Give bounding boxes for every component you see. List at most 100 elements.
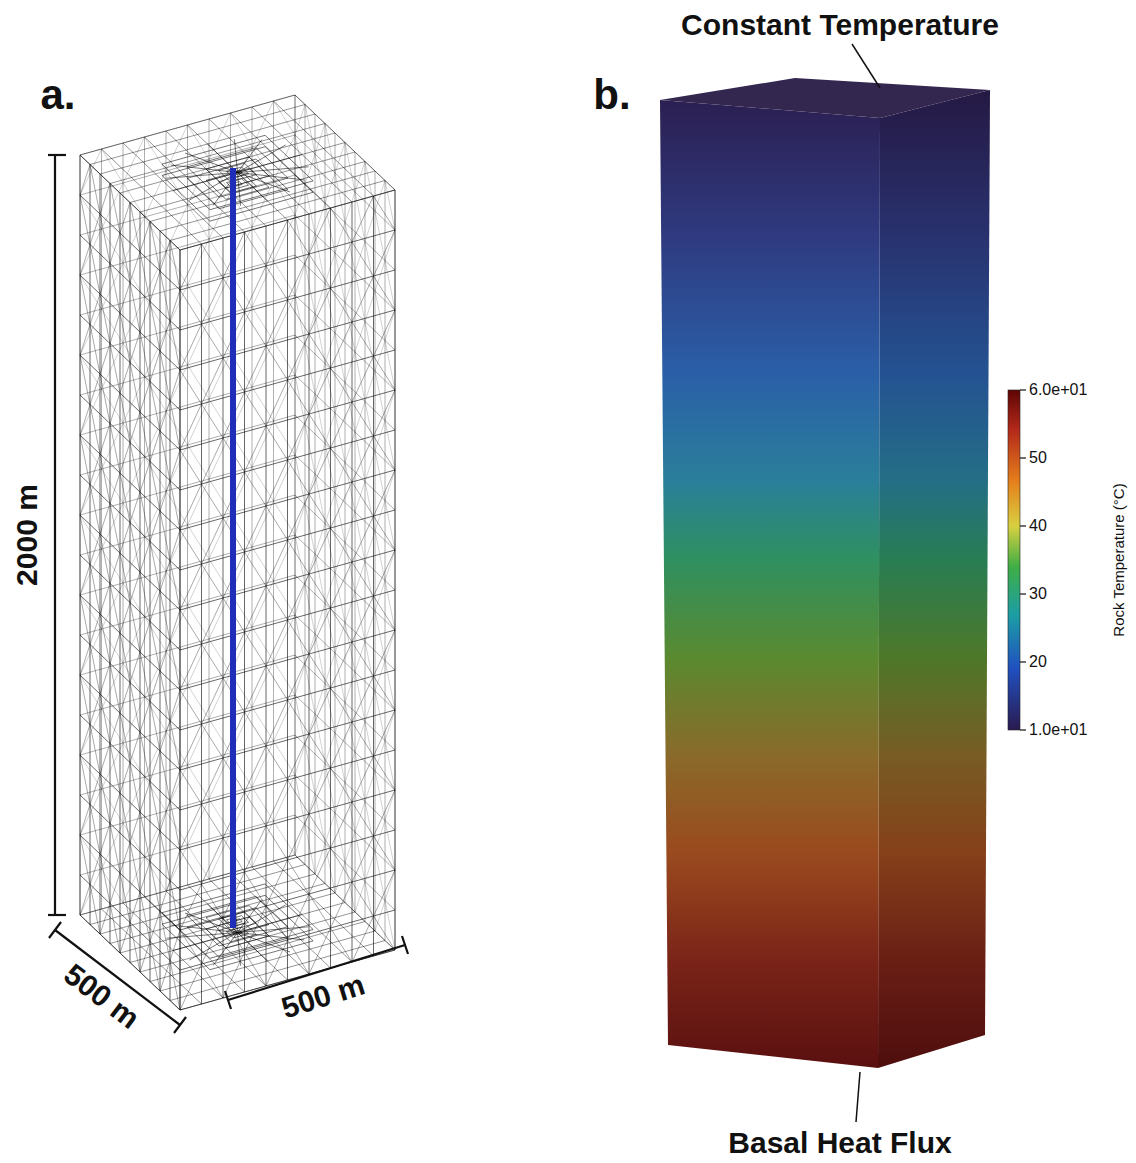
mesh-line: [80, 389, 102, 435]
mesh-line: [80, 725, 90, 756]
mesh-line: [266, 620, 288, 666]
mesh-line: [145, 697, 167, 731]
mesh-line: [266, 300, 288, 346]
mesh-line: [274, 261, 296, 295]
mesh-line: [252, 707, 274, 741]
mesh-line: [202, 358, 224, 404]
mesh-line: [385, 261, 395, 311]
mesh-line: [102, 423, 124, 469]
mesh-line: [252, 787, 274, 821]
mesh-line: [375, 261, 385, 292]
mesh-line: [305, 825, 315, 875]
mesh-line: [238, 173, 305, 180]
mesh-line: [375, 421, 385, 452]
mesh-line: [385, 581, 395, 631]
mesh-line: [180, 190, 395, 250]
mesh-line: [209, 353, 231, 399]
mesh-line: [80, 195, 102, 229]
mesh-line: [385, 341, 395, 391]
mesh-line: [345, 352, 355, 383]
mesh-line: [295, 265, 305, 296]
mesh-line: [375, 771, 385, 821]
mesh-line: [295, 695, 305, 745]
mesh-line: [145, 457, 167, 491]
mesh-line: [187, 896, 256, 915]
mesh-line: [345, 432, 355, 463]
mesh-line: [150, 431, 160, 462]
mesh-line: [252, 501, 274, 547]
mesh-line: [345, 863, 355, 913]
mesh-line: [150, 222, 160, 272]
mesh-line: [315, 554, 325, 604]
mesh-line: [90, 165, 100, 215]
mesh-line: [295, 455, 395, 550]
mesh-line: [213, 933, 237, 966]
mesh-line: [145, 811, 167, 857]
mesh-line: [245, 232, 267, 266]
mesh-line: [166, 411, 188, 445]
mesh-line: [170, 241, 171, 1001]
mesh-line: [295, 855, 395, 950]
mesh-line: [295, 345, 305, 376]
mesh-line: [335, 543, 345, 574]
mesh-line: [80, 309, 102, 355]
mesh-line: [160, 751, 170, 801]
mesh-line: [245, 712, 267, 746]
mesh-line: [170, 961, 180, 1011]
mesh-line: [202, 244, 224, 278]
mesh-line: [355, 242, 365, 273]
mesh-line: [202, 838, 224, 884]
mesh-line: [315, 844, 325, 875]
mesh-line: [210, 192, 313, 221]
colorbar-title: Rock Temperature (°C): [1111, 483, 1128, 636]
mesh-line: [180, 610, 202, 644]
mesh-line: [120, 473, 130, 523]
mesh-line: [202, 484, 224, 518]
mesh-line: [80, 709, 102, 755]
mesh-line: [80, 455, 295, 515]
mesh-line: [150, 542, 160, 592]
mesh-line: [188, 719, 210, 765]
mesh-line: [123, 583, 145, 617]
mesh-line: [123, 537, 145, 583]
mesh-line: [150, 302, 160, 352]
mesh-line: [295, 335, 395, 430]
mesh-line: [120, 283, 130, 314]
mesh-line: [274, 615, 296, 661]
mesh-line: [188, 125, 288, 220]
mesh-line: [252, 821, 274, 867]
mesh-line: [123, 777, 145, 823]
mesh-line: [385, 550, 395, 581]
mesh-line: [331, 448, 353, 482]
mesh-line: [110, 633, 120, 664]
mesh-line: [150, 351, 160, 382]
mesh-line: [160, 171, 375, 231]
mesh-line: [123, 823, 145, 857]
temperature-block: [660, 78, 990, 1068]
mesh-line: [345, 143, 355, 193]
mesh-line: [331, 288, 353, 322]
mesh-line: [345, 383, 355, 433]
mesh-line: [274, 581, 296, 615]
mesh-line: [130, 732, 140, 763]
mesh-line: [140, 542, 150, 573]
mesh-line: [365, 611, 375, 642]
mesh-line: [295, 825, 305, 856]
mesh-line: [171, 925, 238, 932]
mesh-line: [188, 845, 210, 879]
mesh-line: [140, 652, 150, 702]
mesh-line: [331, 208, 353, 242]
mesh-line: [252, 341, 274, 387]
mesh-line: [352, 202, 353, 962]
mesh-line: [355, 432, 365, 482]
mesh-line: [365, 771, 375, 802]
mesh-line: [355, 352, 365, 402]
mesh-line: [140, 862, 150, 893]
mesh-line: [274, 101, 374, 196]
mesh-line: [274, 741, 296, 775]
mesh-line: [375, 501, 385, 532]
mesh-line: [315, 684, 325, 715]
mesh-line: [245, 506, 267, 552]
mesh-line: [166, 285, 188, 331]
mesh-line: [355, 402, 365, 433]
